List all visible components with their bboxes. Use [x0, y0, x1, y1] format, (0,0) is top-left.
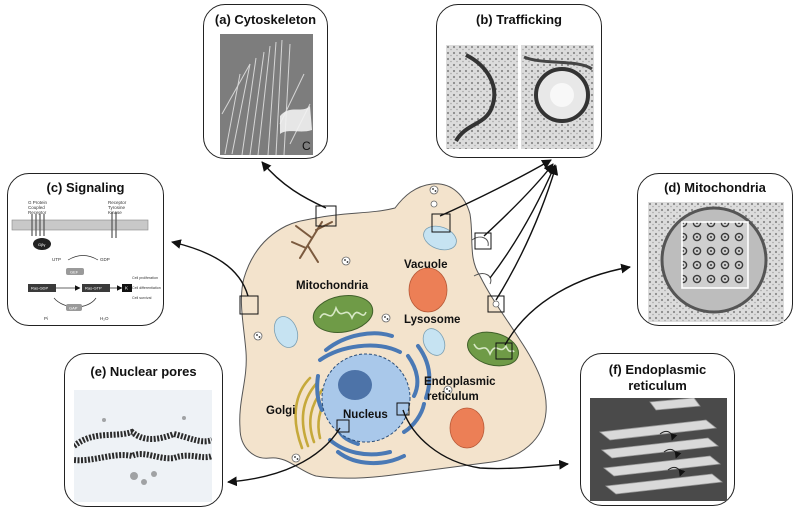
- arrows: [171, 159, 631, 487]
- membrane-invaginations: [471, 236, 492, 285]
- label-utp: UTP: [52, 257, 61, 262]
- panel-nuclear-pores: (e) Nuclear pores: [64, 353, 223, 507]
- label-ras-gdp: Ras-GDP: [31, 286, 48, 291]
- label-nucleus: Nucleus: [343, 409, 388, 421]
- panel-title-signaling: (c) Signaling: [46, 180, 125, 195]
- cell: Vacuole Mitochondria Lysosome Golgi Nucl…: [239, 183, 547, 479]
- vacuole-right: [422, 328, 446, 356]
- label-h2o: H₂O: [100, 316, 109, 321]
- nucleus: [321, 353, 411, 443]
- panel-title-cytoskeleton: (a) Cytoskeleton: [214, 12, 317, 27]
- filament-texture: C: [220, 34, 313, 155]
- label-ras-gtp: Ras-GTP: [85, 286, 102, 291]
- panel-cytoskeleton: (a) Cytoskeleton C: [203, 4, 328, 159]
- label-outcome-1: Cell proliferation: [132, 276, 158, 280]
- mitochondrion-left: [312, 295, 374, 333]
- panel-title-er-line1: (f) Endoplasmic: [608, 362, 707, 377]
- nucleolus: [338, 370, 372, 400]
- er-rendering: [590, 398, 727, 501]
- label-golgi: Golgi: [266, 405, 295, 417]
- svg-text:Gβγ: Gβγ: [38, 242, 45, 247]
- panel-title-trafficking: (b) Trafficking: [476, 12, 562, 27]
- micrograph-letter: C: [302, 139, 311, 153]
- golgi: [294, 376, 330, 450]
- label-vacuole: Vacuole: [404, 259, 447, 271]
- cell-labels: Vacuole Mitochondria Lysosome Golgi Nucl…: [266, 259, 496, 421]
- label-outcome-2: Cell differentiation: [132, 286, 161, 290]
- label-er-line2: reticulum: [427, 391, 479, 403]
- endoplasmic-reticulum: [315, 331, 432, 466]
- nuclear-pores-micrograph: [74, 390, 212, 502]
- trafficking-micrograph: [446, 45, 594, 149]
- vesicles: [253, 185, 500, 463]
- label-lysosome: Lysosome: [404, 314, 460, 326]
- panel-mitochondria: (d) Mitochondria: [637, 173, 793, 326]
- panel-title-er-line2: reticulum: [628, 378, 687, 393]
- lysosome-top: [408, 267, 448, 313]
- panel-endoplasmic-reticulum: (f) Endoplasmic reticulum: [580, 353, 735, 506]
- panel-title-mitochondria: (d) Mitochondria: [664, 180, 766, 195]
- label-gdp-top: GDP: [100, 257, 110, 262]
- mitochondrion-right: [467, 331, 519, 367]
- mitochondria-micrograph: [648, 202, 784, 322]
- cytoskeleton-micrograph: C: [220, 34, 313, 155]
- label-mitochondria: Mitochondria: [296, 280, 369, 292]
- label-outcome-3: Cell survival: [132, 296, 152, 300]
- lysosome-bottom: [449, 407, 485, 449]
- vacuole-left: [273, 316, 299, 348]
- panel-trafficking: (b) Trafficking: [436, 4, 602, 158]
- label-k: K: [125, 286, 128, 291]
- label-gap: GAP: [69, 306, 78, 311]
- label-gef: GEF: [70, 270, 79, 275]
- zoom-boxes: [239, 205, 513, 433]
- panel-title-nuclear-pores: (e) Nuclear pores: [90, 364, 197, 379]
- label-er-line1: Endoplasmic: [424, 376, 496, 388]
- label-pi: Pi: [44, 316, 48, 321]
